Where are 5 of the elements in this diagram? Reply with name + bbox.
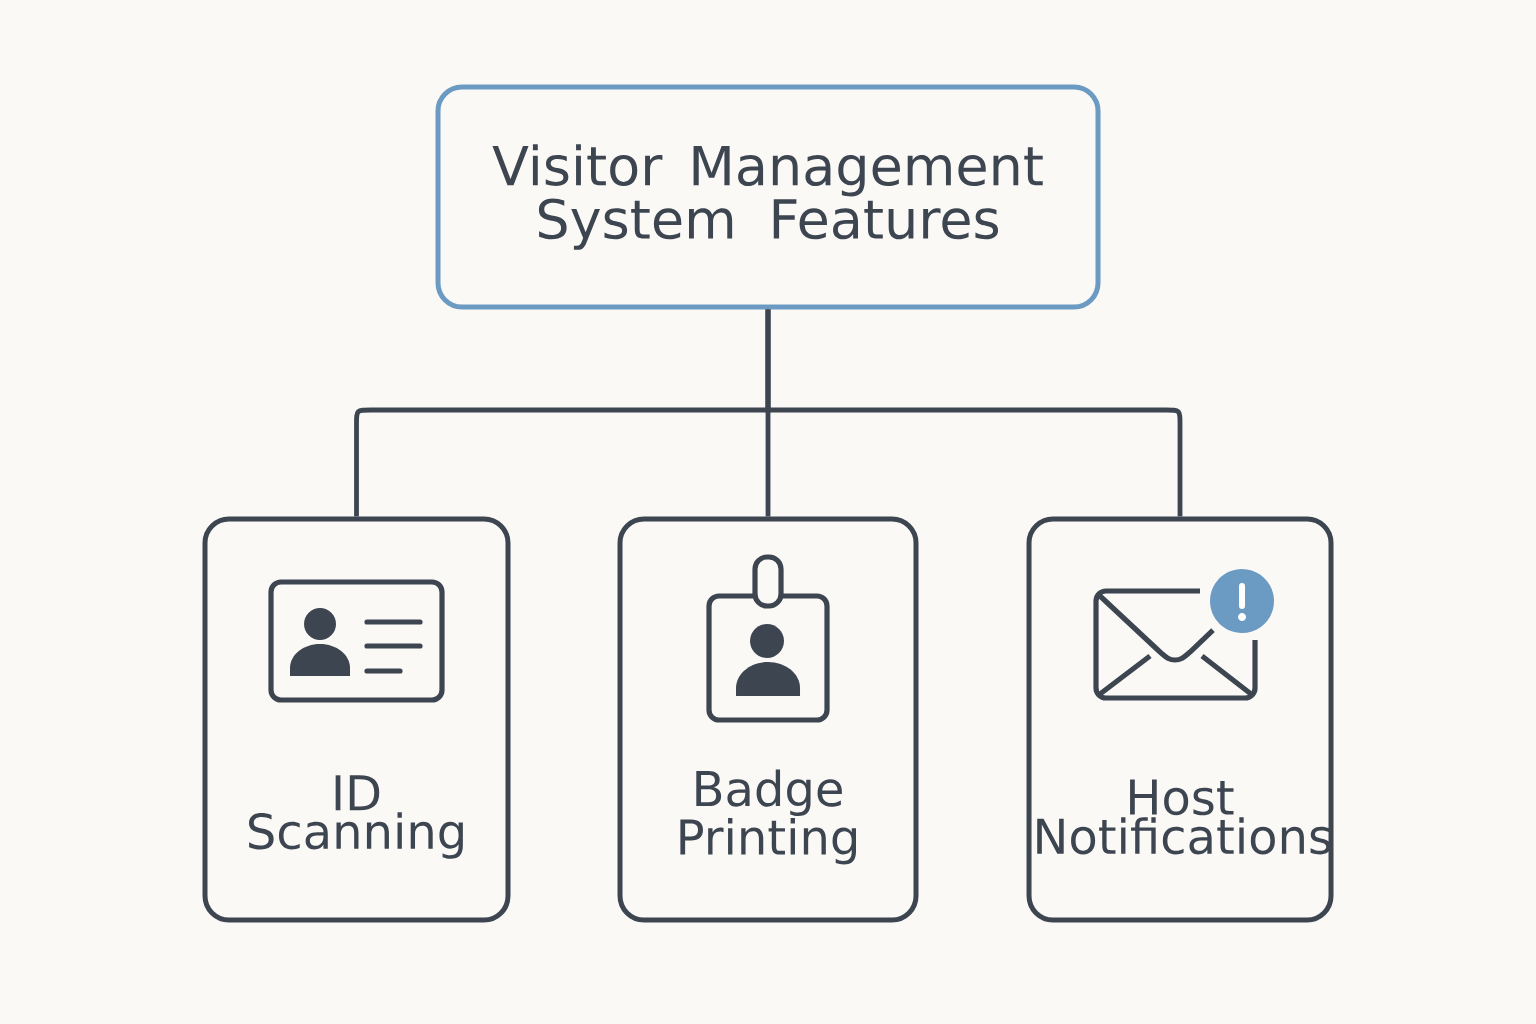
title-box: Visitor Management System Features xyxy=(435,84,1101,310)
connector xyxy=(765,309,1183,517)
feature-card: Host Notifications xyxy=(1026,516,1334,923)
feature-card: ID Scanning xyxy=(202,516,511,923)
feature-card: Badge Printing xyxy=(617,516,919,923)
